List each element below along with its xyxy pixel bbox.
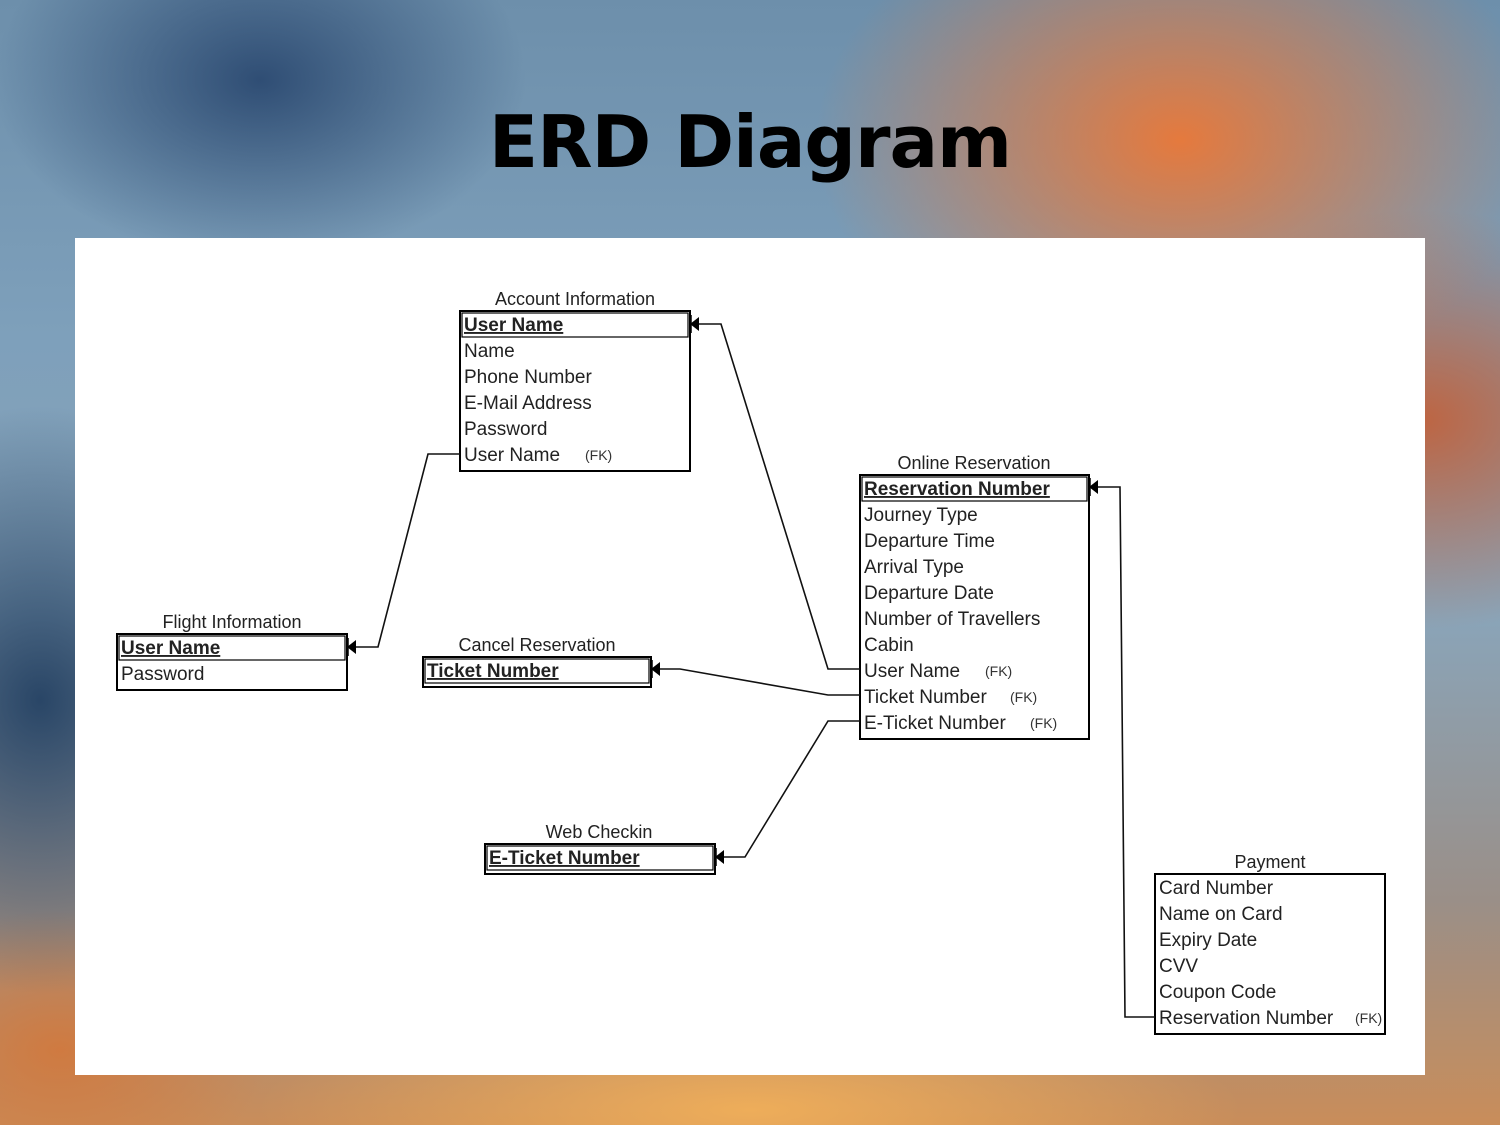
arrowhead-icon	[1089, 480, 1098, 494]
connector-line	[651, 668, 860, 696]
attribute: Reservation Number	[1159, 1008, 1334, 1029]
attribute: Password	[464, 419, 547, 440]
entity-title: Web Checkin	[546, 822, 653, 842]
primary-key-frame	[861, 476, 1088, 502]
attribute: Coupon Code	[1159, 982, 1276, 1003]
slide-title: ERD Diagram	[488, 100, 1012, 184]
foreign-key-marker: (FK)	[585, 447, 612, 463]
attribute: User Name	[864, 661, 960, 682]
attribute: Card Number	[1159, 878, 1274, 899]
attribute: Journey Type	[864, 505, 978, 526]
primary-key-frame	[461, 312, 689, 338]
attribute: Phone Number	[464, 367, 592, 388]
attribute: Cabin	[864, 635, 914, 656]
attribute: Name on Card	[1159, 904, 1283, 925]
entity-box	[422, 656, 652, 688]
connector-line	[690, 323, 860, 670]
connector-line	[715, 720, 860, 858]
attribute: User Name	[464, 445, 560, 466]
foreign-key-marker: (FK)	[1030, 715, 1057, 731]
entity-box	[116, 633, 348, 691]
attribute: E-Mail Address	[464, 393, 592, 414]
arrowhead-icon	[651, 662, 660, 676]
entity-box	[484, 843, 716, 875]
foreign-key-marker: (FK)	[985, 663, 1012, 679]
attribute: Password	[121, 664, 204, 685]
arrowhead-icon	[715, 850, 724, 864]
primary-key-frame	[424, 658, 650, 684]
attribute: CVV	[1159, 956, 1198, 977]
rel-account-flight	[347, 453, 460, 656]
primary-key-attribute: User Name	[121, 638, 220, 659]
entity-box	[1154, 873, 1386, 1035]
entity-box	[859, 474, 1090, 740]
attribute: Departure Time	[864, 531, 995, 552]
entity-title: Online Reservation	[897, 453, 1050, 473]
arrowhead-icon	[347, 640, 356, 654]
arrowhead-icon	[690, 317, 699, 331]
attribute: Expiry Date	[1159, 930, 1257, 951]
rel-online-cancel	[651, 660, 860, 696]
foreign-key-marker: (FK)	[1010, 689, 1037, 705]
attribute: Ticket Number	[864, 687, 987, 708]
connector-line	[347, 453, 460, 648]
rel-online-account	[690, 315, 860, 670]
entity-title: Cancel Reservation	[458, 635, 615, 655]
rel-payment-online	[1089, 478, 1155, 1018]
primary-key-attribute: Reservation Number	[864, 479, 1050, 500]
attribute: Number of Travellers	[864, 609, 1040, 630]
foreign-key-marker: (FK)	[1355, 1010, 1382, 1026]
attribute: Arrival Type	[864, 557, 964, 578]
entity-title: Payment	[1234, 852, 1305, 872]
attribute: Name	[464, 341, 515, 362]
primary-key-attribute: User Name	[464, 315, 563, 336]
entity-box	[459, 310, 691, 472]
connector-line	[1089, 486, 1155, 1018]
primary-key-attribute: E-Ticket Number	[489, 848, 640, 869]
primary-key-frame	[486, 845, 714, 871]
primary-key-attribute: Ticket Number	[427, 661, 559, 682]
rel-online-webcheckin	[715, 720, 860, 866]
entity-title: Flight Information	[162, 612, 301, 632]
entity-title: Account Information	[495, 289, 655, 309]
primary-key-frame	[118, 635, 346, 661]
attribute: E-Ticket Number	[864, 713, 1006, 734]
attribute: Departure Date	[864, 583, 994, 604]
